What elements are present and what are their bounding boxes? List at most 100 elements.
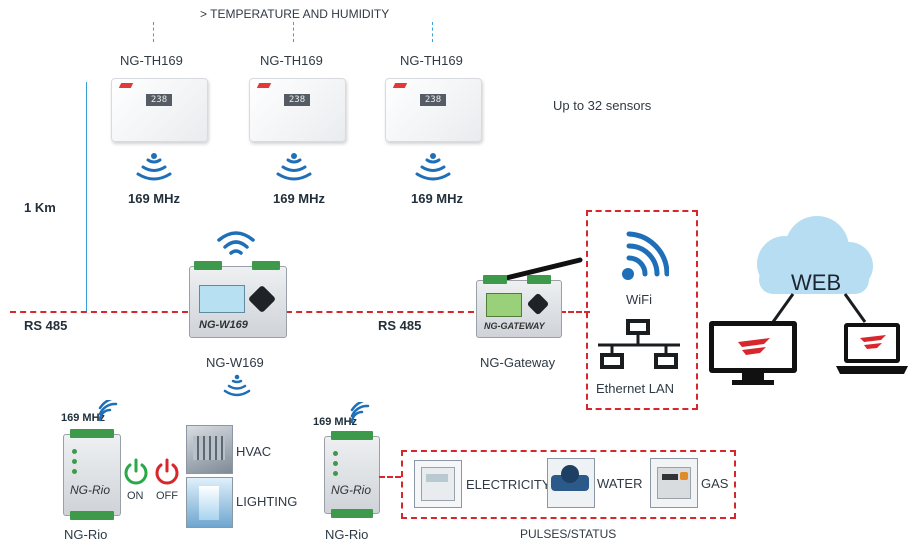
terminal-block bbox=[331, 509, 373, 518]
power-on-icon[interactable] bbox=[122, 458, 150, 486]
sensor-device-1: 238 bbox=[111, 78, 208, 142]
sensor-display: 238 bbox=[146, 94, 172, 106]
terminal-block bbox=[527, 275, 551, 284]
terminal-block bbox=[331, 431, 373, 440]
section-heading: > TEMPERATURE AND HUMIDITY bbox=[200, 7, 390, 21]
gas-badge-icon bbox=[680, 472, 688, 480]
rio-left-name: NG-Rio bbox=[64, 527, 108, 542]
sensor-capacity-note: Up to 32 sensors bbox=[553, 98, 652, 113]
status-led-icon bbox=[333, 471, 338, 476]
status-led-icon bbox=[333, 451, 338, 456]
wifi-icon bbox=[622, 231, 669, 280]
ng-w169-name: NG-W169 bbox=[206, 355, 264, 370]
ng-w169-device: NG-W169 bbox=[189, 261, 287, 338]
rio-right-name: NG-Rio bbox=[325, 527, 369, 542]
meter-display bbox=[662, 474, 678, 480]
lcd-screen bbox=[199, 285, 245, 313]
brand-logo-icon bbox=[118, 83, 134, 88]
gas-meter-image bbox=[650, 458, 698, 508]
water-meter-image bbox=[547, 458, 595, 508]
hvac-unit-icon bbox=[193, 436, 225, 460]
web-label: WEB bbox=[791, 270, 842, 295]
gateway-link bbox=[560, 311, 590, 313]
device-face-label: NG-Rio bbox=[331, 483, 372, 497]
lighting-image bbox=[186, 477, 233, 528]
navigation-keypad-icon bbox=[526, 292, 550, 316]
device-face-label: NG-GATEWAY bbox=[484, 321, 545, 331]
navigation-keypad-icon bbox=[247, 284, 277, 314]
sensor-device-2: 238 bbox=[249, 78, 346, 142]
rs485-label-right: RS 485 bbox=[378, 318, 422, 333]
meter-link bbox=[379, 476, 401, 478]
sensor-2-frequency: 169 MHz bbox=[273, 191, 326, 206]
sensor-display: 238 bbox=[284, 94, 310, 106]
status-led-icon bbox=[72, 449, 77, 454]
water-pipe-icon bbox=[551, 475, 589, 491]
water-meter-dial-icon bbox=[561, 465, 579, 483]
sensor-marker-3 bbox=[432, 22, 433, 42]
sensor-3-name: NG-TH169 bbox=[400, 53, 463, 68]
radio-waves-icon bbox=[415, 153, 451, 181]
water-label: WATER bbox=[597, 476, 643, 491]
corridor-light-icon bbox=[199, 486, 219, 520]
distance-line bbox=[86, 82, 87, 312]
rs485-label-left: RS 485 bbox=[24, 318, 68, 333]
sensor-marker-1 bbox=[153, 22, 154, 42]
ng-gateway-device: NG-GATEWAY bbox=[476, 275, 562, 338]
rio-right-frequency: 169 MHz bbox=[313, 416, 358, 428]
distance-label: 1 Km bbox=[24, 200, 56, 215]
sensor-device-3: 238 bbox=[385, 78, 482, 142]
ethernet-lan-icon bbox=[598, 319, 680, 369]
terminal-block bbox=[483, 275, 507, 284]
sensor-display: 238 bbox=[420, 94, 446, 106]
status-led-icon bbox=[333, 461, 338, 466]
sensor-1-name: NG-TH169 bbox=[120, 53, 183, 68]
status-led-icon bbox=[72, 459, 77, 464]
ethernet-lan-label: Ethernet LAN bbox=[596, 381, 675, 396]
hvac-label: HVAC bbox=[236, 444, 272, 459]
wifi-label: WiFi bbox=[626, 292, 652, 307]
wifi-signal-icon bbox=[98, 400, 118, 422]
radio-waves-icon bbox=[276, 153, 312, 181]
ng-rio-right-device: NG-Rio bbox=[324, 431, 380, 518]
device-face-label: NG-Rio bbox=[70, 483, 111, 497]
ng-rio-left-device: NG-Rio bbox=[63, 429, 121, 520]
terminal-block bbox=[70, 511, 114, 520]
status-led-icon bbox=[72, 469, 77, 474]
sensor-1-frequency: 169 MHz bbox=[128, 191, 181, 206]
cloud-connection-lines bbox=[771, 293, 867, 323]
brand-logo-icon bbox=[256, 83, 272, 88]
device-face-label: NG-W169 bbox=[199, 319, 248, 331]
meters-box bbox=[401, 450, 736, 519]
desktop-monitor-icon bbox=[709, 321, 797, 385]
electricity-meter-image bbox=[414, 460, 462, 508]
radio-waves-icon bbox=[223, 374, 251, 397]
ng-gateway-name: NG-Gateway bbox=[480, 355, 556, 370]
sensor-marker-2 bbox=[293, 22, 294, 42]
gas-label: GAS bbox=[701, 476, 729, 491]
meter-display bbox=[426, 474, 448, 482]
hvac-image bbox=[186, 425, 233, 474]
electricity-label: ELECTRICITY bbox=[466, 477, 551, 492]
power-off-icon[interactable] bbox=[153, 458, 181, 486]
brand-logo-icon bbox=[392, 83, 408, 88]
power-on-label: ON bbox=[127, 490, 144, 502]
laptop-icon bbox=[836, 323, 908, 374]
wifi-signal-icon bbox=[217, 231, 255, 255]
lighting-label: LIGHTING bbox=[236, 494, 298, 509]
terminal-block bbox=[252, 261, 280, 270]
electricity-meter-icon bbox=[421, 467, 455, 501]
network-box bbox=[586, 210, 698, 410]
sensor-2-name: NG-TH169 bbox=[260, 53, 323, 68]
gas-meter-icon bbox=[657, 467, 691, 499]
rs485-bus-left bbox=[10, 311, 188, 313]
terminal-block bbox=[70, 429, 114, 438]
power-off-label: OFF bbox=[156, 490, 178, 502]
rio-left-frequency: 169 MHz bbox=[61, 412, 106, 424]
rs485-bus-middle bbox=[286, 311, 474, 313]
cloud-icon bbox=[757, 216, 873, 294]
wifi-signal-icon bbox=[350, 402, 370, 424]
lcd-screen bbox=[486, 293, 522, 317]
pulses-status-label: PULSES/STATUS bbox=[520, 527, 617, 541]
radio-waves-icon bbox=[136, 153, 172, 181]
